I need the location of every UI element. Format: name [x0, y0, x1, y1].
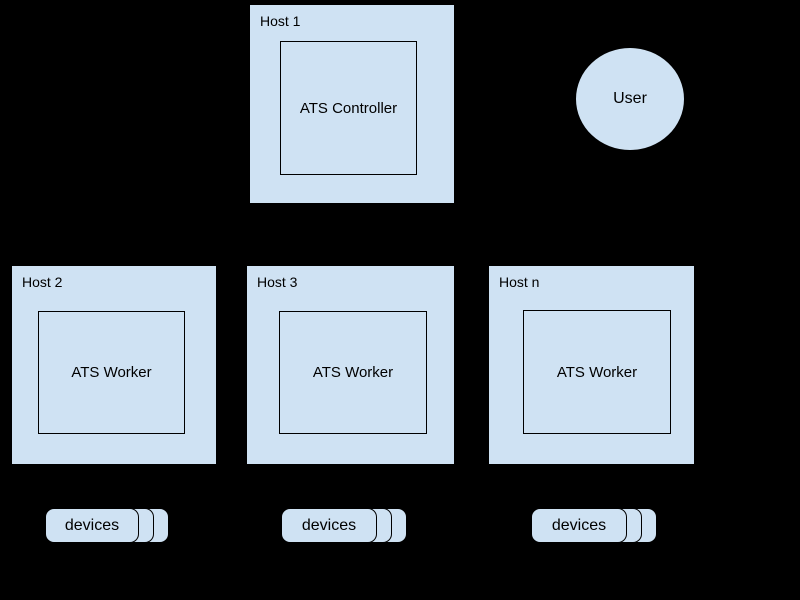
ats-worker-label-3: ATS Worker — [556, 363, 638, 381]
ats-worker-box-1: ATS Worker — [38, 311, 185, 434]
host-1-label: Host 1 — [260, 13, 301, 29]
devices-stack-2-card-front: devices — [281, 508, 377, 543]
ats-controller-label: ATS Controller — [299, 99, 398, 117]
host-n-label: Host n — [499, 274, 540, 290]
ats-worker-box-2: ATS Worker — [279, 311, 427, 434]
devices-label-2: devices — [301, 516, 357, 534]
devices-stack-1: devices — [45, 508, 169, 543]
host-1-box: Host 1 ATS Controller — [249, 4, 455, 204]
host-2-box: Host 2 ATS Worker — [11, 265, 217, 465]
devices-stack-3-card-front: devices — [531, 508, 627, 543]
user-circle: User — [575, 47, 685, 151]
ats-worker-label-2: ATS Worker — [312, 364, 394, 381]
devices-stack-3: devices — [531, 508, 657, 543]
devices-stack-1-card-front: devices — [45, 508, 139, 543]
user-label: User — [613, 90, 647, 107]
host-3-box: Host 3 ATS Worker — [246, 265, 455, 465]
devices-label-3: devices — [551, 516, 607, 534]
ats-controller-box: ATS Controller — [280, 41, 417, 175]
devices-label-1: devices — [64, 516, 120, 534]
devices-stack-2: devices — [281, 508, 407, 543]
ats-worker-label-1: ATS Worker — [71, 364, 152, 381]
host-3-label: Host 3 — [257, 274, 298, 290]
host-n-box: Host n ATS Worker — [488, 265, 695, 465]
ats-worker-box-3: ATS Worker — [523, 310, 671, 434]
host-2-label: Host 2 — [22, 274, 63, 290]
